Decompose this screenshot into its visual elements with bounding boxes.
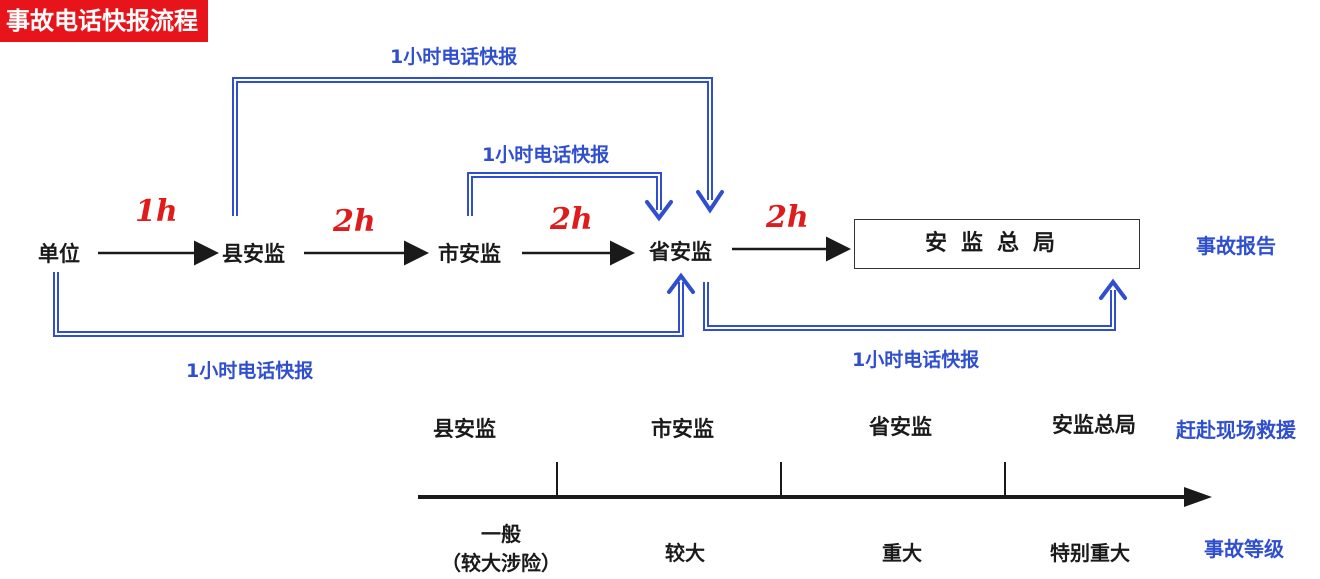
- time-label-4: 2h: [766, 200, 809, 235]
- legend-rescue: 赶赴现场救援: [1176, 418, 1296, 442]
- phone-report-label-middle: 1小时电话快报: [482, 144, 610, 166]
- level-larger: 较大: [665, 541, 705, 565]
- level-general-line1: 一般: [481, 522, 521, 546]
- time-label-2: 2h: [333, 204, 376, 239]
- level-axis-arrowhead: [1184, 487, 1212, 507]
- axis-agency-city: 市安监: [651, 417, 714, 441]
- page-title: 事故电话快报流程: [0, 0, 208, 42]
- phone-report-label-bottom-right: 1小时电话快报: [852, 349, 980, 371]
- legend-level: 事故等级: [1204, 537, 1284, 561]
- node-city: 市安监: [438, 242, 501, 266]
- level-general: 一般 （较大涉险）: [436, 518, 566, 576]
- node-province: 省安监: [649, 240, 712, 264]
- phone-report-label-bottom-left: 1小时电话快报: [186, 360, 314, 382]
- bypass-city-province: [467, 172, 673, 222]
- bypass-unit-province: [53, 272, 695, 337]
- node-national-label: 安监总局: [924, 231, 1069, 256]
- time-label-1: 1h: [135, 194, 178, 229]
- level-extra: 特别重大: [1050, 541, 1130, 565]
- level-major: 重大: [882, 541, 922, 565]
- bypass-county-province: [232, 77, 724, 216]
- legend-report: 事故报告: [1196, 234, 1276, 258]
- axis-agency-province: 省安监: [869, 415, 932, 439]
- node-unit: 单位: [38, 242, 80, 266]
- axis-agency-national: 安监总局: [1052, 413, 1136, 437]
- phone-report-label-top: 1小时电话快报: [390, 46, 518, 68]
- node-county: 县安监: [222, 242, 285, 266]
- axis-agency-county: 县安监: [433, 417, 496, 441]
- level-general-line2: （较大涉险）: [441, 551, 561, 575]
- node-national: 安监总局: [854, 219, 1140, 269]
- bypass-province-national: [703, 278, 1127, 331]
- time-label-3: 2h: [550, 202, 593, 237]
